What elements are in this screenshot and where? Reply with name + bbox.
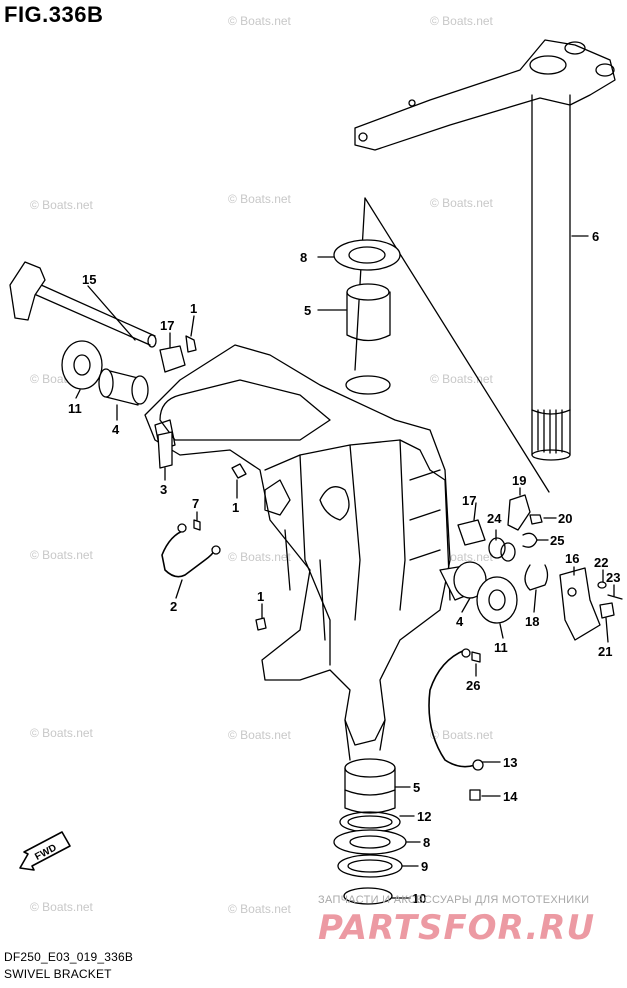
callout-5: 5: [304, 303, 311, 318]
steering-shaft: [531, 94, 571, 461]
callout-1: 1: [257, 589, 264, 604]
callout-10: 10: [412, 891, 426, 906]
watermark: © Boats.net: [228, 902, 291, 916]
callout-5: 5: [413, 780, 420, 795]
callout-4: 4: [112, 422, 120, 437]
watermark: © Boats.net: [30, 900, 93, 914]
callout-25: 25: [550, 533, 564, 548]
watermark: © Boats.net: [430, 372, 493, 386]
callout-23: 23: [606, 570, 620, 585]
callout-20: 20: [558, 511, 572, 526]
callout-24: 24: [487, 511, 502, 526]
callout-8: 8: [423, 835, 430, 850]
watermark: © Boats.net: [228, 550, 291, 564]
callout-15: 15: [82, 272, 96, 287]
steering-arm: [354, 39, 616, 151]
callout-1: 1: [232, 500, 239, 515]
bushing-right: [439, 561, 487, 601]
callout-19: 19: [512, 473, 526, 488]
figure-title: FIG.336B: [4, 2, 104, 27]
brand-logo: PARTSFOR.RU: [318, 908, 596, 948]
diagram-part-name: SWIVEL BRACKET: [4, 967, 112, 981]
callout-17: 17: [462, 493, 476, 508]
thrust-washer-lower: [333, 829, 407, 855]
watermark: © Boats.net: [30, 548, 93, 562]
callout-11: 11: [494, 640, 508, 655]
callout-1: 1: [190, 301, 197, 316]
watermark: © Boats.net: [30, 198, 93, 212]
bushing-lower: [344, 758, 396, 814]
callout-11: 11: [68, 401, 82, 416]
callout-14: 14: [503, 789, 518, 804]
watermark: © Boats.net: [430, 728, 493, 742]
watermark: © Boats.net: [430, 14, 493, 28]
callout-18: 18: [525, 614, 539, 629]
washer-right: [476, 576, 518, 624]
callout-22: 22: [594, 555, 608, 570]
bushing-left: [98, 368, 149, 406]
callout-9: 9: [421, 859, 428, 874]
callout-17: 17: [160, 318, 174, 333]
brand-tagline: ЗАПЧАСТИ И АКСЕССУАРЫ ДЛЯ МОТОТЕХНИКИ: [318, 894, 590, 906]
callout-7: 7: [192, 496, 199, 511]
watermark: © Boats.net: [228, 192, 291, 206]
callout-4: 4: [456, 614, 464, 629]
watermark: © Boats.net: [228, 14, 291, 28]
forward-arrow-icon: FWD: [19, 831, 71, 871]
thrust-washer-upper: [333, 239, 401, 271]
callout-21: 21: [598, 644, 612, 659]
watermark: © Boats.net: [228, 728, 291, 742]
callout-3: 3: [160, 482, 167, 497]
watermark: © Boats.net: [430, 196, 493, 210]
callout-8: 8: [300, 250, 307, 265]
callout-2: 2: [170, 599, 177, 614]
tilt-tube: [9, 261, 157, 348]
washer-left: [61, 340, 103, 390]
callout-13: 13: [503, 755, 517, 770]
callout-16: 16: [565, 551, 579, 566]
callout-26: 26: [466, 678, 480, 693]
swivel-bracket-body: [144, 344, 451, 761]
callout-6: 6: [592, 229, 599, 244]
callout-12: 12: [417, 809, 431, 824]
diagram-reference-code: DF250_E03_019_336B: [4, 950, 134, 964]
watermark: © Boats.net: [30, 726, 93, 740]
bushing-upper: [346, 283, 391, 342]
